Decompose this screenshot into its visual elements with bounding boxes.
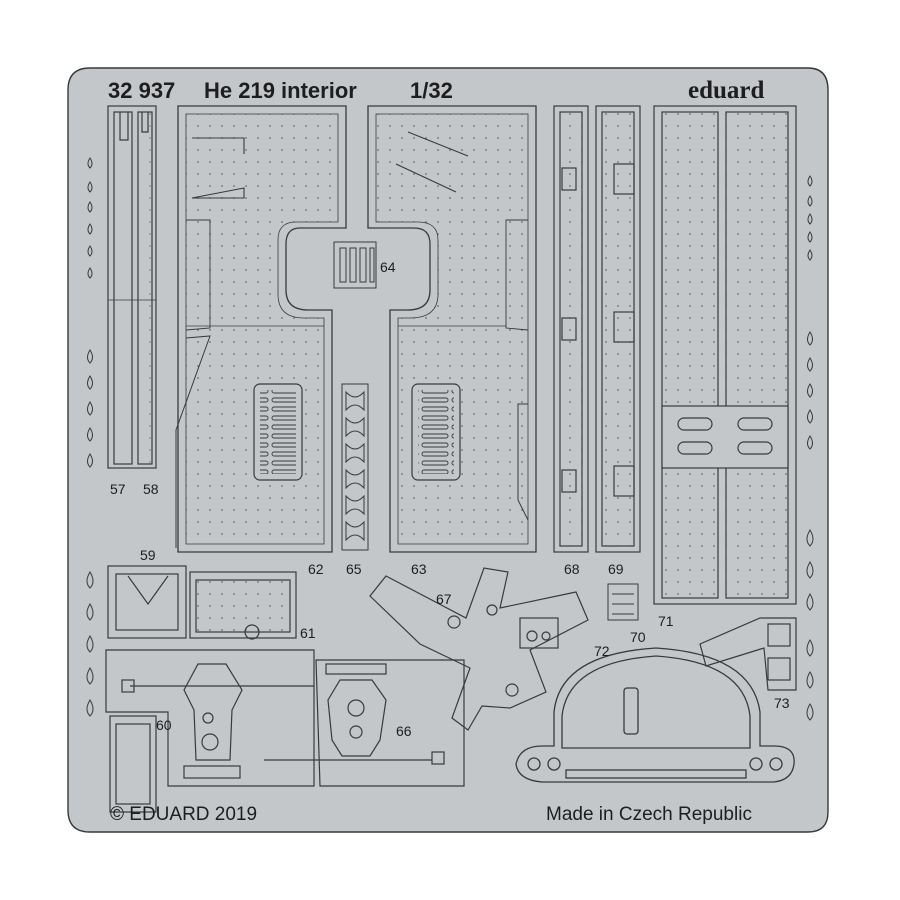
part-60-66-brackets <box>105 649 465 813</box>
sheet-scale: 1/32 <box>410 78 453 103</box>
part-label-62: 62 <box>308 561 324 577</box>
part-label-58: 58 <box>143 481 159 497</box>
made-in-text: Made in Czech Republic <box>546 804 752 825</box>
part-label-63: 63 <box>411 561 427 577</box>
sheet-code: 32 937 <box>108 78 175 103</box>
part-label-65: 65 <box>346 561 362 577</box>
part-label-68: 68 <box>564 561 580 577</box>
sheet-name: He 219 interior <box>204 78 357 103</box>
teardrop-fillers-left <box>86 157 94 717</box>
part-57-58-strips <box>107 105 157 469</box>
part-71-frame <box>653 105 797 605</box>
part-label-70: 70 <box>630 629 646 645</box>
part-70-small-plate <box>607 583 639 621</box>
teardrop-fillers-right <box>806 175 814 721</box>
part-label-60: 60 <box>156 717 172 733</box>
part-label-59: 59 <box>140 547 156 563</box>
part-59-tray <box>107 565 187 639</box>
part-65-clip-strip <box>341 383 369 551</box>
part-label-64: 64 <box>380 259 396 275</box>
part-label-67: 67 <box>436 591 452 607</box>
part-label-69: 69 <box>608 561 624 577</box>
part-68-69-rails <box>553 105 641 553</box>
part-label-66: 66 <box>396 723 412 739</box>
part-label-71: 71 <box>658 613 674 629</box>
part-label-72: 72 <box>594 643 610 659</box>
part-61-box <box>189 571 297 640</box>
part-73-bracket <box>699 617 797 691</box>
part-62-left-floor-panel <box>175 105 347 553</box>
part-72-dome-panel <box>515 647 795 783</box>
part-67-assembly <box>369 567 589 731</box>
brand-logo: eduard <box>688 77 765 104</box>
part-label-61: 61 <box>300 625 316 641</box>
part-63-right-floor-panel <box>367 105 537 553</box>
copyright-text: © EDUARD 2019 <box>110 804 257 825</box>
part-label-73: 73 <box>774 695 790 711</box>
part-label-57: 57 <box>110 481 126 497</box>
part-64-grille <box>333 241 377 289</box>
